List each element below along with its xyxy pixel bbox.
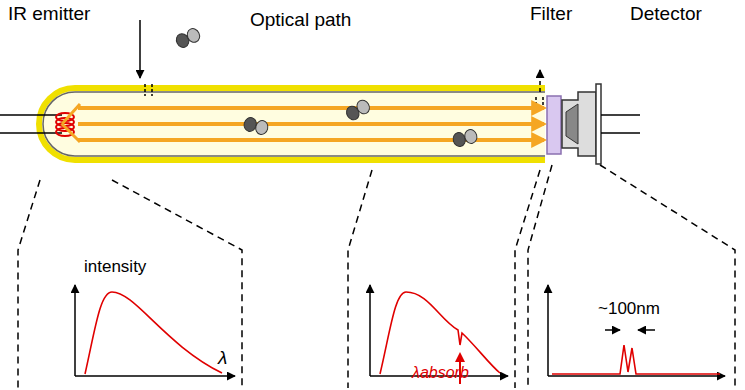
gas-inlet-arrow bbox=[139, 20, 141, 78]
spectrum-curves bbox=[85, 292, 720, 374]
width-arrow bbox=[605, 329, 620, 331]
part-label: IR emitter bbox=[8, 4, 90, 25]
axis-label: λ bbox=[218, 348, 227, 369]
gas-outlet-arrow bbox=[539, 70, 541, 92]
plot-axes bbox=[75, 285, 725, 376]
detector-body bbox=[562, 92, 596, 156]
dimension-label: ~100nm bbox=[598, 300, 660, 319]
tube-inner bbox=[43, 92, 545, 156]
part-label: Detector bbox=[630, 4, 702, 25]
part-label: Optical path bbox=[250, 10, 351, 31]
part-label: Filter bbox=[530, 4, 572, 25]
width-arrow bbox=[638, 329, 655, 331]
optical-filter bbox=[547, 96, 561, 154]
wavelength-label: λabsorb bbox=[412, 364, 469, 382]
tube-wall bbox=[39, 88, 545, 160]
zoom-lines bbox=[18, 165, 735, 388]
axis-label: intensity bbox=[84, 258, 146, 277]
